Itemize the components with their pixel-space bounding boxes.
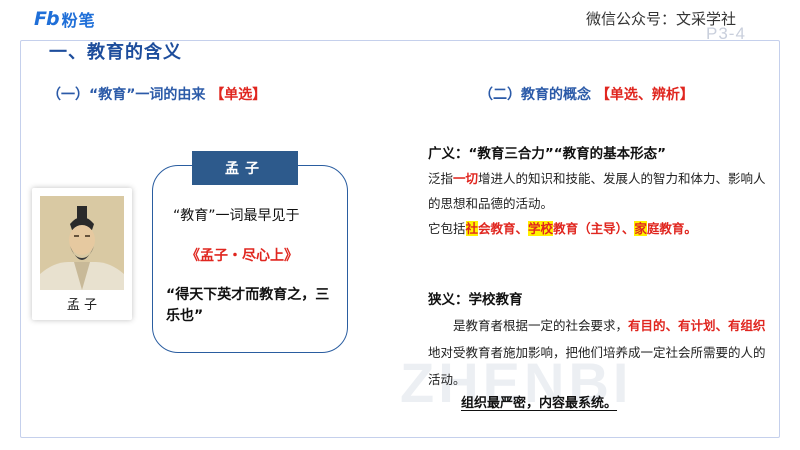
broad-p1-emphasis: 一切 [453,171,479,186]
brand-mark: Fb [34,8,60,30]
narrow-summary: 组织最严密，内容最系统。 [461,396,618,411]
social-education: 会教育、 [478,221,529,236]
wechat-account-label: 微信公众号：文采学社 [586,10,737,28]
broad-p1-start: 泛指 [428,171,454,186]
broad-definition-title: 广义：“教育三合力”“教育的基本形态” [428,146,666,162]
left-heading-tag: 【单选】 [210,87,267,103]
right-heading: （二）教育的概念 【单选、辨析】 [479,84,694,104]
narrow-definition-title: 狭义：学校教育 [428,292,523,308]
school-highlight: 学校 [528,221,554,236]
narrow-p1-end: 地对受教育者施加影响，把他们培养成一定社会所需要的人的活动。 [428,345,766,387]
broad-p2-start: 它包括 [428,221,466,236]
family-highlight: 家 [634,221,647,236]
brand-logo: Fb 粉笔 [34,8,96,30]
portrait-card: 孟 子 [32,188,132,320]
page-code: P3-4 [706,24,746,43]
broad-paragraph-1: 泛指一切增进人的知识和技能、发展人的智力和体力、影响人的思想和品德的活动。 [428,166,768,216]
broad-definition-text: 泛指一切增进人的知识和技能、发展人的智力和体力、影响人的思想和品德的活动。 它包… [428,166,768,241]
right-heading-tag: 【单选、辨析】 [595,87,694,103]
left-heading-text: （一）“教育”一词的由来 [47,87,206,103]
brand-name: 粉笔 [61,11,96,30]
narrow-definition-text: 是教育者根据一定的社会要求，有目的、有计划、有组织地对受教育者施加影响，把他们培… [428,312,768,393]
watermark-text: ZHENBI [400,351,633,414]
narrow-emphasis: 有目的、有计划、有组织 [628,318,766,333]
section-title: 一、教育的含义 [49,42,182,63]
broad-paragraph-2: 它包括社会教育、学校教育（主导）、家庭教育。 [428,216,768,241]
slide-frame [20,40,780,438]
mencius-card-tab: 孟子 [192,151,298,185]
left-heading: （一）“教育”一词的由来 【单选】 [47,84,266,104]
school-education: 教育（主导）、 [553,221,635,236]
mencius-portrait-image [40,196,124,290]
term-origin-line: “教育”一词最早见于 [173,208,300,224]
mencius-info-card [152,165,348,353]
book-title: 《孟子・尽心上》 [186,248,298,264]
family-education: 庭教育。 [646,221,697,236]
mencius-quote: “得天下英才而教育之，三乐也” [166,287,330,324]
social-highlight: 社 [465,221,479,236]
broad-p1-end: 增进人的知识和技能、发展人的智力和体力、影响人的思想和品德的活动。 [428,171,766,211]
portrait-caption: 孟 子 [66,298,98,313]
narrow-p1-start: 是教育者根据一定的社会要求， [453,318,629,333]
right-heading-text: （二）教育的概念 [479,87,591,103]
